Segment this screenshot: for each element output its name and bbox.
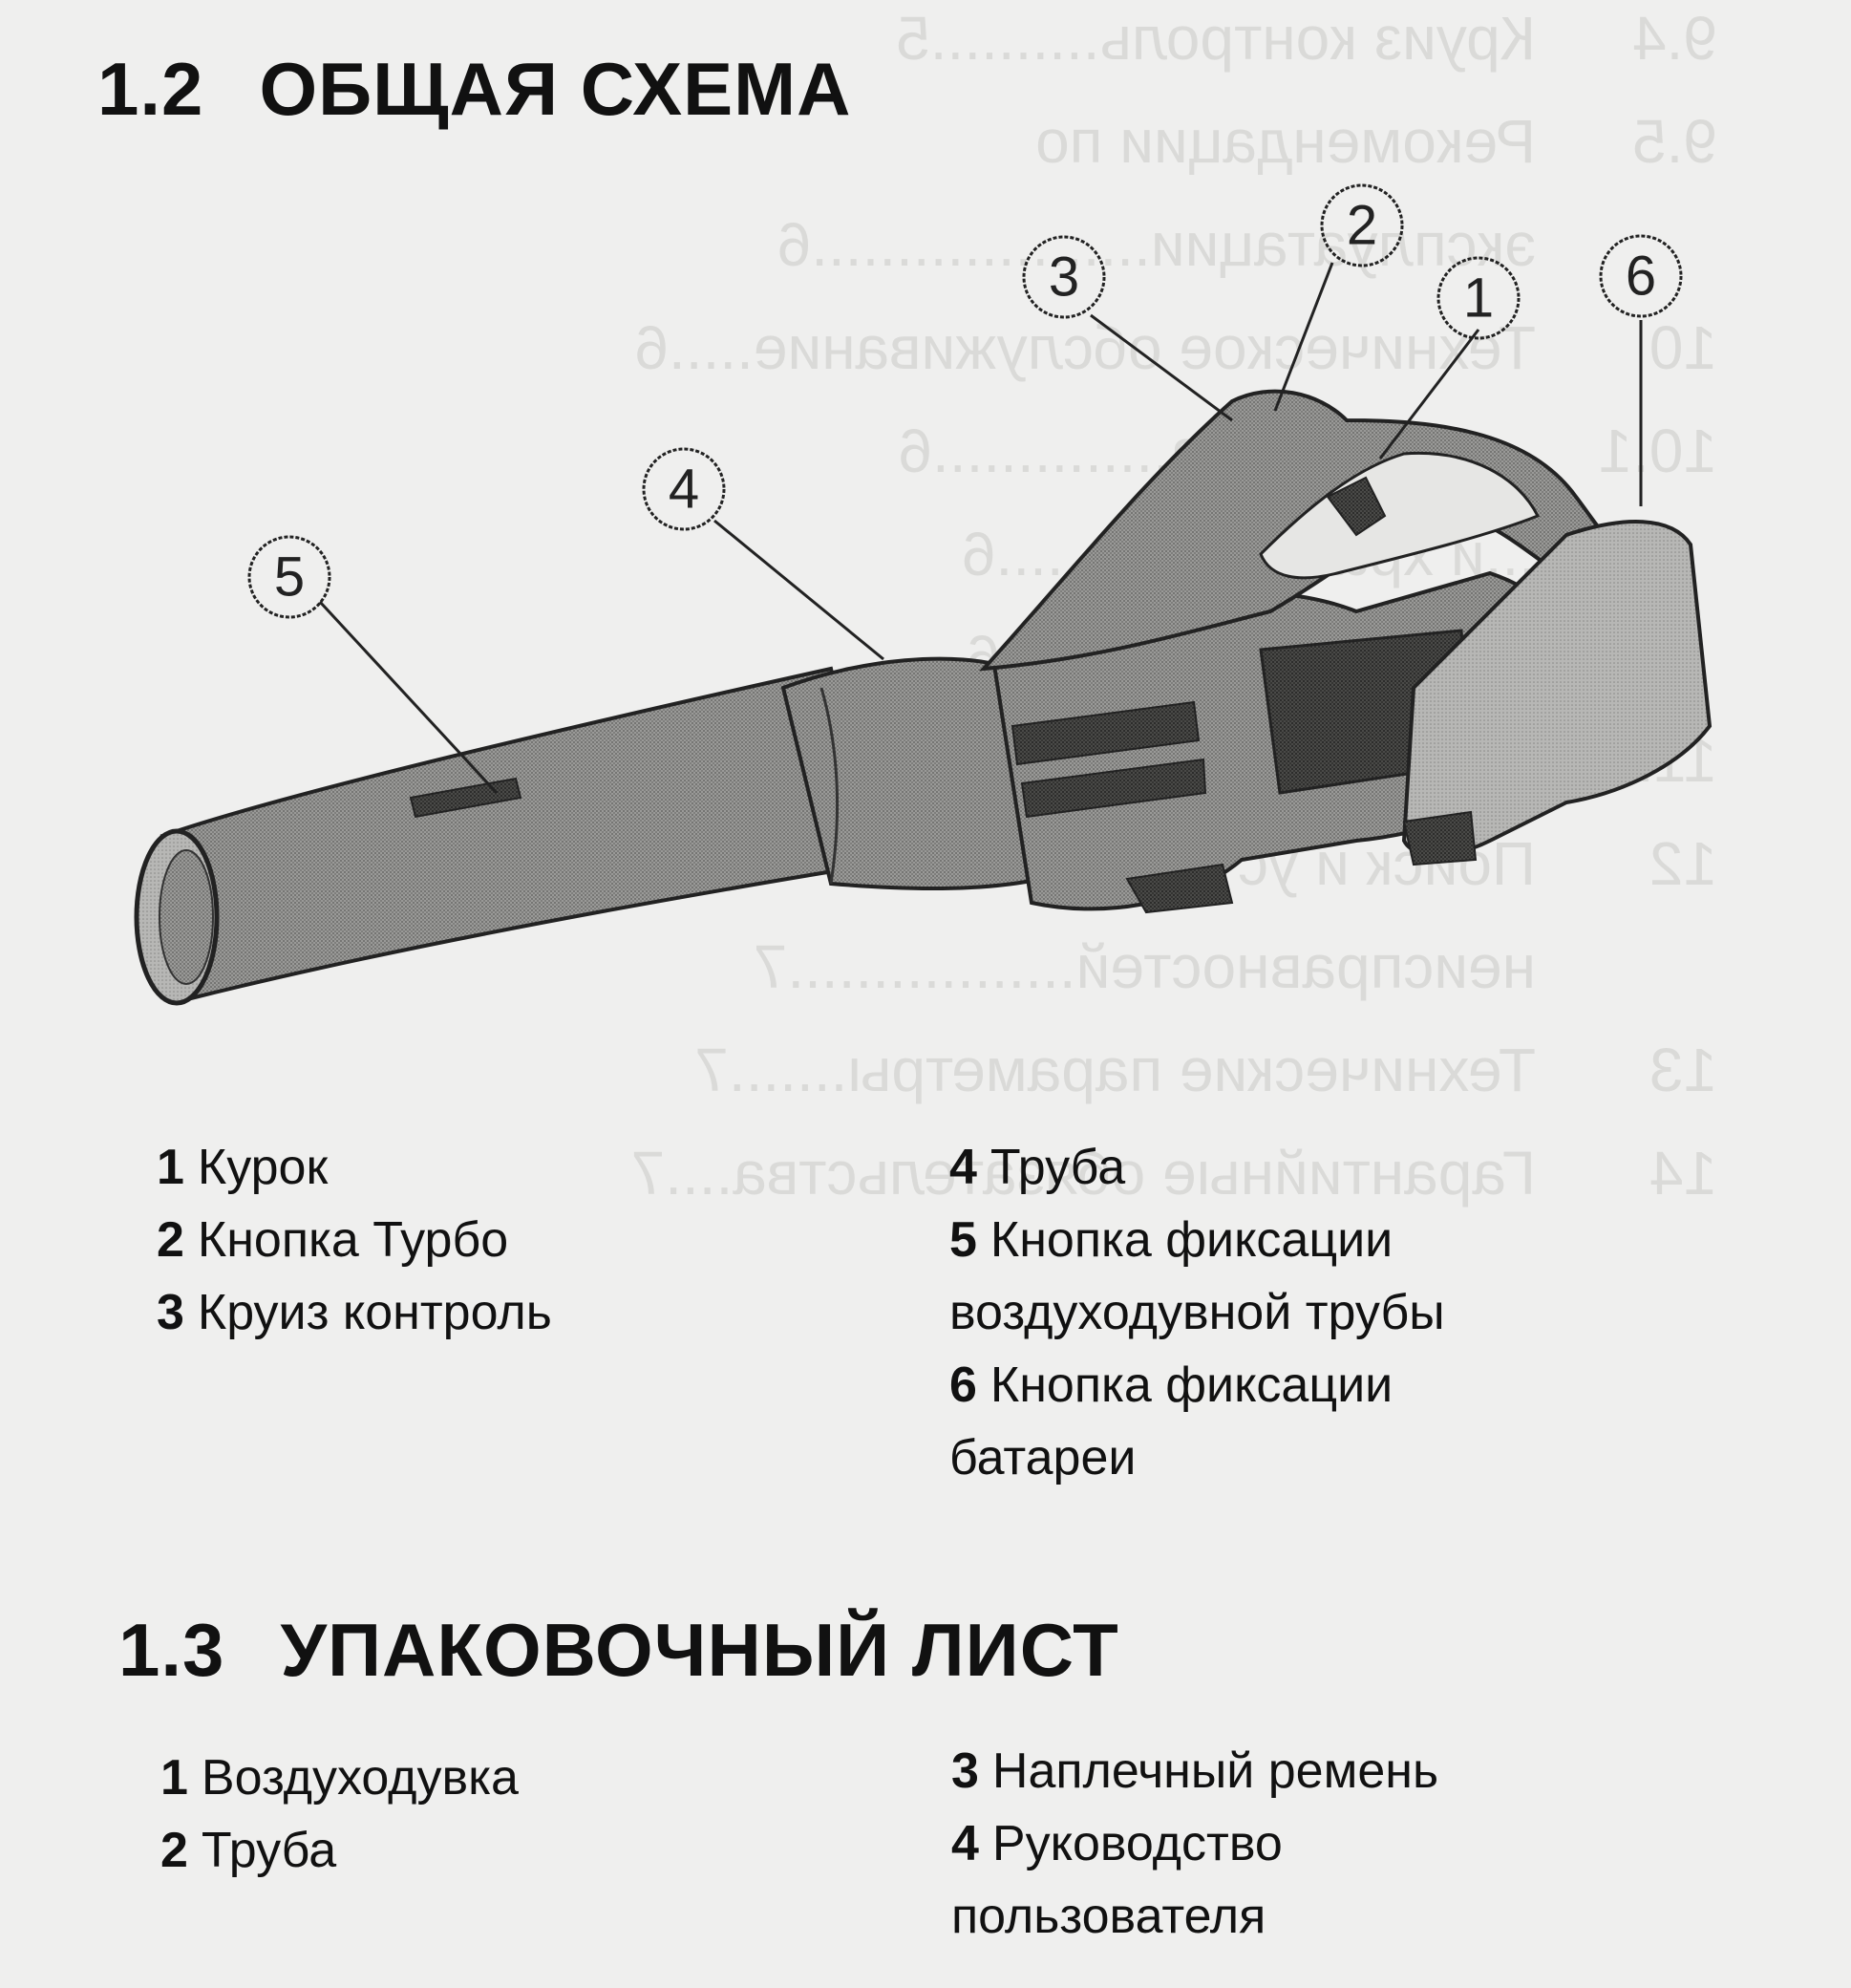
callout-2: 2 — [1320, 183, 1404, 267]
bleed-line-text: Круиз контроль..........5 — [896, 4, 1536, 73]
bleed-line-number: 10.1 — [1598, 417, 1717, 485]
svg-text:1: 1 — [1463, 267, 1494, 330]
svg-text:4: 4 — [669, 459, 699, 521]
bleed-line-number: 12 — [1649, 829, 1717, 898]
section-number: 1.2 — [97, 47, 204, 131]
bleed-line-number: 10 — [1649, 313, 1717, 382]
svg-text:2: 2 — [1347, 195, 1377, 257]
callout-5: 5 — [247, 535, 331, 619]
section-heading-packing-list: 1.3 УПАКОВОЧНЫЙ ЛИСТ — [118, 1607, 1119, 1694]
section-title: ОБЩАЯ СХЕМА — [259, 47, 852, 131]
callout-4: 4 — [642, 447, 726, 531]
section-number: 1.3 — [118, 1608, 225, 1692]
callout-1: 1 — [1436, 256, 1521, 340]
bleed-line-text: Технические параметры.......7 — [694, 1036, 1536, 1104]
bleed-line-text: Гарантийные обязательства....7 — [631, 1139, 1536, 1208]
bleed-line-text: Техническое обслуживание.....6 — [634, 313, 1536, 382]
callout-6: 6 — [1599, 234, 1683, 318]
bleed-line-number: 9.4 — [1632, 4, 1717, 73]
blower-body — [134, 389, 1713, 1006]
section-heading-general-scheme: 1.2 ОБЩАЯ СХЕМА — [97, 46, 851, 133]
bleed-line-text: Рекомендации по — [1035, 107, 1536, 176]
section-title: УПАКОВОЧНЫЙ ЛИСТ — [280, 1608, 1119, 1692]
leader-lines — [318, 262, 1643, 795]
svg-text:5: 5 — [274, 546, 305, 609]
svg-text:6: 6 — [1626, 246, 1656, 308]
trigger — [1326, 476, 1387, 537]
bleed-line-number: 14 — [1649, 1139, 1717, 1208]
callout-3: 3 — [1022, 235, 1106, 319]
svg-text:3: 3 — [1049, 246, 1079, 309]
bleed-line-text: неисправностей.................7 — [754, 932, 1536, 1001]
bleed-line-text: эксплуатации....................6 — [777, 210, 1536, 279]
handle-opening — [1259, 451, 1541, 580]
bleed-line-number: 13 — [1649, 1036, 1717, 1104]
bleed-line-number: 9.5 — [1632, 107, 1717, 176]
